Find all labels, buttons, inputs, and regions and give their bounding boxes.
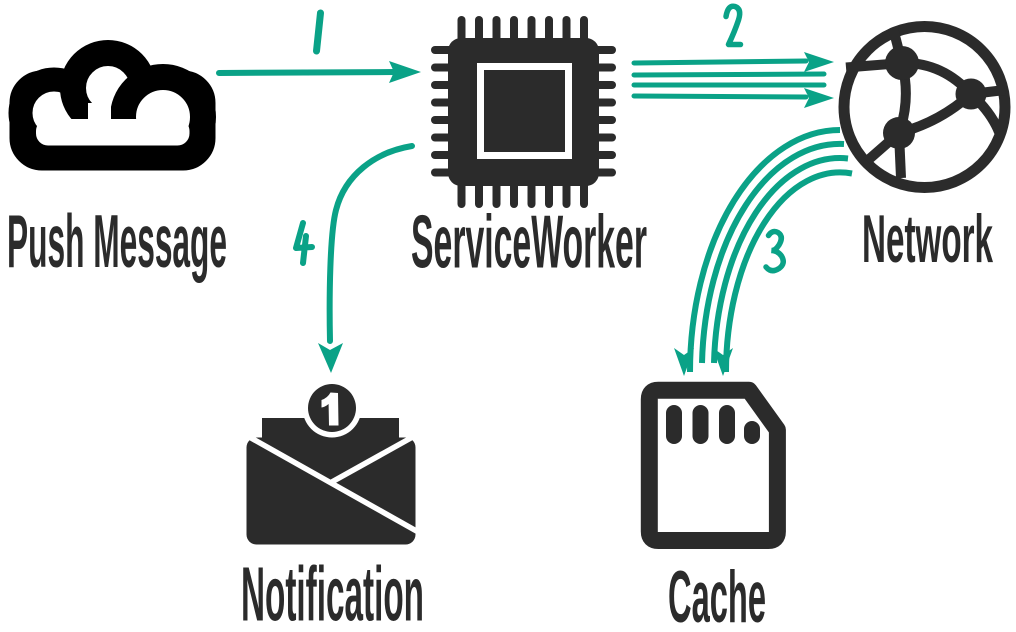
svg-text:Push Message: Push Message bbox=[7, 199, 227, 283]
svg-text:ServiceWorker: ServiceWorker bbox=[411, 200, 647, 284]
svg-text:Network: Network bbox=[862, 201, 993, 277]
svg-text:Cache: Cache bbox=[668, 557, 766, 632]
svg-text:Notification: Notification bbox=[241, 552, 424, 632]
